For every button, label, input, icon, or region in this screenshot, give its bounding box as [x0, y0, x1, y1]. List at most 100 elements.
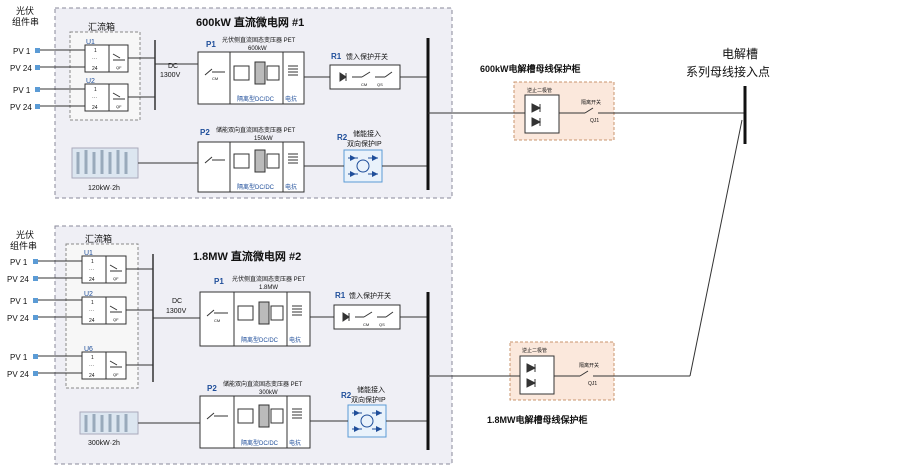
svg-text:双向保护IP: 双向保护IP: [351, 395, 386, 404]
svg-text:PV 24: PV 24: [7, 370, 29, 379]
switch-code: QJ1: [590, 118, 599, 124]
r1-label: R1: [331, 52, 342, 61]
storage-battery: 300kW·2h: [79, 411, 200, 447]
pv-icon: [35, 87, 40, 92]
r2-label: R2: [337, 133, 348, 142]
cabinet-2-title: 1.8MW电解槽母线保护柜: [487, 414, 588, 425]
pv-icon: [35, 48, 40, 53]
svg-text:···: ···: [92, 56, 97, 62]
p2-box: [197, 141, 305, 193]
unit-u1: U1 1 ··· 24 QF: [81, 250, 127, 284]
p2-label: P2: [200, 128, 210, 137]
svg-text:QF: QF: [116, 65, 122, 70]
svg-text:储能双向直流固态变压器 PET: 储能双向直流固态变压器 PET: [223, 380, 303, 388]
pv-header-line2: 组件串: [10, 240, 37, 251]
dc-label: DC: [168, 63, 178, 70]
pv-icon: [33, 371, 38, 376]
unit-u2: U2 1 ··· 24 QF: [84, 78, 129, 112]
unit-u2: U2 1 ··· 24 QF: [81, 291, 127, 325]
svg-text:U6: U6: [84, 346, 93, 353]
pv-header-line1: 光伏: [16, 5, 34, 16]
p1-title: 光伏侧直流固态变压器 PET: [222, 36, 296, 44]
pv-inputs-top: PV 1 PV 24 PV 1 PV 24: [10, 47, 85, 112]
svg-text:···: ···: [89, 267, 94, 273]
svg-text:1: 1: [91, 300, 94, 306]
unit-u2-box: [84, 83, 129, 112]
unit-u2-label: U2: [86, 78, 95, 85]
svg-text:300kW·2h: 300kW·2h: [88, 440, 120, 447]
storage-label: 120kW·2h: [88, 185, 120, 192]
svg-text:QS: QS: [377, 82, 383, 87]
svg-text:PV 1: PV 1: [10, 297, 28, 306]
pv-header-line2: 组件串: [12, 16, 39, 27]
svg-text:QF: QF: [116, 104, 122, 109]
pv-input-label: PV 1: [13, 47, 31, 56]
svg-text:逆止二极管: 逆止二极管: [522, 347, 547, 354]
microgrid-1: 600kW 直流微电网 #1 光伏 组件串 汇流箱 U1 1 ··· 24 QF…: [10, 5, 453, 199]
svg-text:CM: CM: [361, 82, 367, 87]
svg-text:隔离型DC/DC: 隔离型DC/DC: [241, 336, 279, 344]
svg-text:1: 1: [91, 259, 94, 265]
svg-text:1: 1: [94, 87, 97, 93]
svg-text:馈入保护开关: 馈入保护开关: [349, 291, 391, 300]
svg-text:···: ···: [89, 308, 94, 314]
microgrid-2-title: 1.8MW 直流微电网 #2: [193, 249, 301, 263]
p1-label: P1: [206, 40, 216, 49]
pv-icon: [35, 104, 40, 109]
p1-dcdc-label: 隔离型DC/DC: [237, 95, 275, 103]
svg-text:300kW: 300kW: [259, 390, 278, 396]
svg-text:PV 24: PV 24: [7, 275, 29, 284]
svg-text:QJ1: QJ1: [588, 381, 597, 387]
svg-text:隔离型DC/DC: 隔离型DC/DC: [241, 439, 279, 447]
svg-text:QF: QF: [113, 317, 119, 322]
svg-text:PV 24: PV 24: [7, 314, 29, 323]
svg-text:24: 24: [89, 373, 95, 379]
svg-text:24: 24: [92, 105, 98, 111]
p2-reactor-label: 电抗: [285, 183, 297, 191]
svg-text:24: 24: [92, 66, 98, 72]
p2-title: 储能双向直流固态变压器 PET: [216, 126, 296, 134]
feeder-line-2: [689, 119, 743, 377]
p1-box: [197, 51, 305, 105]
svg-text:光伏侧直流固态变压器 PET: 光伏侧直流固态变压器 PET: [232, 275, 306, 283]
svg-text:QS: QS: [379, 322, 385, 327]
microgrid-2: 1.8MW 直流微电网 #2 光伏 组件串 汇流箱 U1 1 ··· 24 QF…: [7, 225, 453, 465]
svg-text:QF: QF: [113, 276, 119, 281]
diode-label: 逆止二极管: [527, 87, 552, 94]
p1-rating: 600kW: [248, 46, 267, 52]
pv-input-label: PV 24: [10, 64, 32, 73]
unit-u1-box: [84, 44, 129, 73]
p1-reactor-label: 电抗: [285, 95, 297, 103]
cabinet-1-title: 600kW电解槽母线保护柜: [480, 63, 581, 74]
target-line2: 系列母线接入点: [686, 64, 770, 79]
combiner-label: 汇流箱: [88, 21, 115, 32]
svg-text:···: ···: [92, 95, 97, 101]
pv-inputs-bottom: PV 1 PV 24 PV 1 PV 24 PV 1 PV 24: [7, 258, 82, 379]
svg-text:CM: CM: [363, 322, 369, 327]
svg-text:储能接入: 储能接入: [357, 385, 385, 394]
unit-u6: U6 1 ··· 24 QF: [81, 346, 127, 380]
r2-protection: R2 储能接入 双向保护IP: [341, 385, 387, 438]
svg-text:隔离开关: 隔离开关: [579, 362, 599, 369]
pv-icon: [33, 259, 38, 264]
r2-title-line2: 双向保护IP: [347, 139, 382, 148]
r2-box: [343, 149, 383, 183]
svg-text:1: 1: [91, 355, 94, 361]
p1-converter: P1 光伏侧直流固态变压器 PET 1.8MW CM 隔离型DC/DC 电抗: [199, 275, 311, 347]
pv-input-label: PV 1: [13, 86, 31, 95]
p2-converter: P2 储能双向直流固态变压器 PET 150kW 隔离型DC/DC 电抗: [197, 126, 305, 193]
pv-icon: [33, 276, 38, 281]
battery-icon: [71, 147, 139, 179]
target-line1: 电解槽: [722, 47, 758, 61]
switch-label: 隔离开关: [581, 99, 601, 106]
pv-header-line1: 光伏: [16, 229, 34, 240]
protection-cabinet-1: 600kW电解槽母线保护柜 逆止二极管 隔离开关 QJ1: [428, 63, 745, 141]
electrolyzer-bus: 电解槽 系列母线接入点: [686, 47, 770, 377]
protection-cabinet-2: 逆止二极管 隔离开关 QJ1 1.8MW电解槽母线保护柜: [428, 341, 690, 425]
svg-text:PV 1: PV 1: [10, 353, 28, 362]
svg-text:CM: CM: [214, 318, 220, 323]
unit-u1-label: U1: [86, 39, 95, 46]
svg-text:R2: R2: [341, 391, 352, 400]
pv-icon: [33, 354, 38, 359]
pv-icon: [33, 298, 38, 303]
